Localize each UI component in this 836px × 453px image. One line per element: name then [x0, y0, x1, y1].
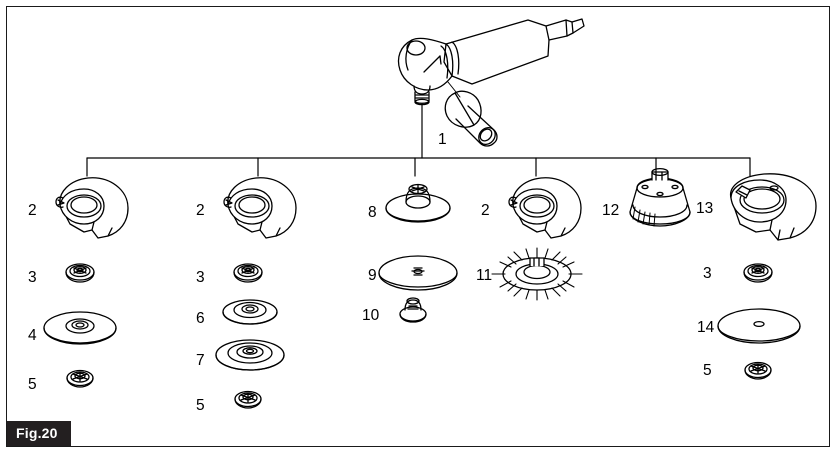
callout-label-g2-6: 6	[196, 310, 205, 327]
callout-label-g2-7: 7	[196, 352, 205, 369]
backing-pad-8-illustration	[385, 183, 451, 223]
clamp-nut-6-illustration	[744, 361, 772, 380]
angle-grinder-illustration	[397, 18, 585, 106]
wheel-guard-2-illustration	[223, 177, 297, 239]
figure-number-tab: Fig.20	[7, 421, 71, 446]
callout-label-g4-11: 11	[476, 267, 493, 284]
callout-label-g1-2: 2	[28, 202, 37, 219]
figure-border	[6, 6, 830, 447]
callout-label-g2-2: 2	[196, 202, 205, 219]
side-handle-illustration	[444, 81, 498, 147]
callout-label-g3-9: 9	[368, 267, 377, 284]
cut-off-guard-13-illustration	[730, 173, 817, 241]
sanding-disc-9-illustration	[378, 255, 458, 291]
callout-label-1: 1	[438, 131, 447, 148]
callout-label-g6-14: 14	[697, 319, 715, 336]
callout-label-g3-8: 8	[368, 204, 377, 221]
wheel-guard-4-illustration	[508, 177, 582, 239]
callout-label-g4-2: 2	[481, 202, 490, 219]
callout-label-g2-5: 5	[196, 397, 205, 414]
cut-off-wheel-14-illustration	[717, 308, 801, 344]
callout-label-g6-5: 5	[703, 362, 712, 379]
bracket-leader-lines	[86, 103, 751, 177]
clamp-nut-1-illustration	[66, 369, 94, 388]
callout-label-g1-4: 4	[28, 327, 37, 344]
wire-wheel-11-illustration	[491, 247, 583, 301]
callout-label-g6-3: 3	[703, 265, 712, 282]
callout-label-g2-3: 3	[196, 269, 205, 286]
callout-label-g1-3: 3	[28, 269, 37, 286]
wheel-guard-1-illustration	[55, 177, 129, 239]
callout-label-g3-10: 10	[362, 307, 380, 324]
clamp-nut-2-illustration	[234, 390, 262, 409]
large-wheel-7-illustration	[215, 339, 285, 371]
callout-label-g6-13: 13	[696, 200, 714, 217]
inner-flange-6-illustration	[743, 263, 773, 283]
callout-label-g1-5: 5	[28, 376, 37, 393]
inner-flange-1-illustration	[65, 263, 95, 283]
small-wheel-6-illustration	[222, 299, 278, 325]
cup-brush-12-illustration	[629, 167, 691, 227]
sanding-lock-nut-10-illustration	[399, 297, 427, 323]
grinding-wheel-1-illustration	[43, 311, 117, 345]
callout-label-g5-12: 12	[602, 202, 620, 219]
inner-flange-2-illustration	[233, 263, 263, 283]
